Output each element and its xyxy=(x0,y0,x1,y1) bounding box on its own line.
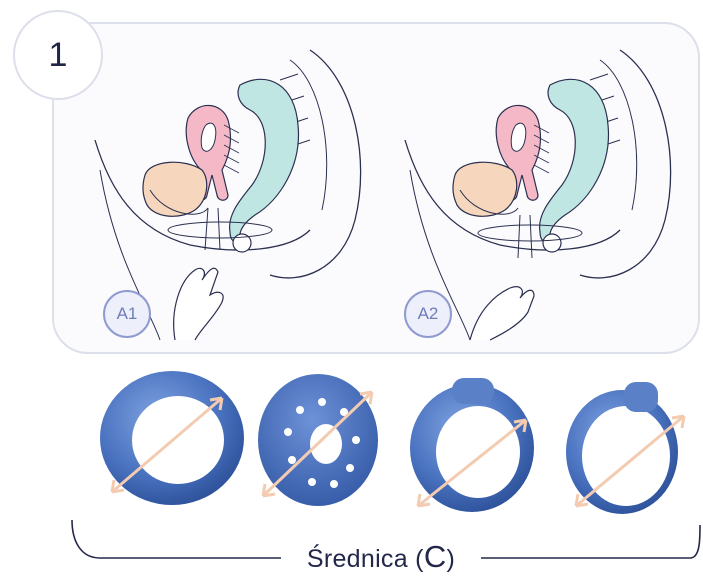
caption-suffix: ) xyxy=(447,545,456,573)
diameter-caption: Średnica (C) xyxy=(281,539,481,579)
caption-prefix: Średnica ( xyxy=(307,545,424,573)
caption-letter: C xyxy=(424,539,447,574)
